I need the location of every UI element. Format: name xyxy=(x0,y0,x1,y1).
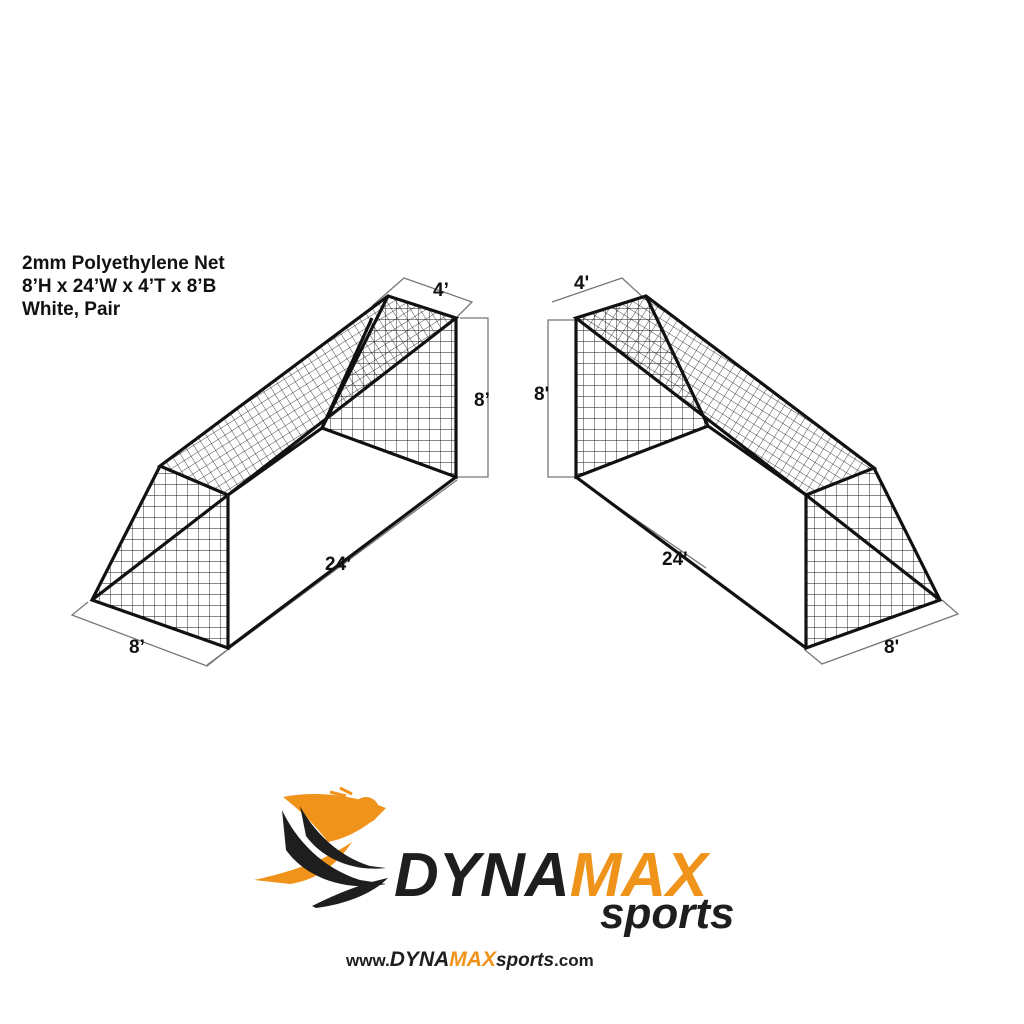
left-goal-top-depth-label: 4’ xyxy=(433,280,449,301)
left-goal: 4’ 8’ 24’ 8’ xyxy=(70,277,490,667)
left-goal-frame xyxy=(89,294,460,651)
right-goal-frame xyxy=(572,294,943,651)
right-goal-top-depth-dimline xyxy=(551,277,647,303)
left-goal-height-dimline xyxy=(457,317,489,478)
website-url: www.DYNAMAXsports.com xyxy=(345,948,594,971)
right-goal-width-label: 24' xyxy=(662,549,688,570)
left-goal-top-depth-dimline xyxy=(371,277,474,319)
right-goal-near-side-net xyxy=(806,468,940,648)
spec-color: White xyxy=(22,299,74,320)
brand-sports: sports xyxy=(600,889,734,938)
spec-color-quantity: White, Pair xyxy=(22,298,225,321)
left-goal-far-side-net xyxy=(322,296,456,477)
brand-max: MAX xyxy=(570,841,711,910)
url-dyna: DYNA xyxy=(390,948,450,971)
net-specifications: 2mm Polyethylene Net 8’H x 24’W x 4’T x … xyxy=(22,252,225,321)
spec-dimensions: 8’H x 24’W x 4’T x 8’B xyxy=(22,276,217,297)
right-goal: 4' 8' 24' 8' xyxy=(534,273,960,665)
right-goal-far-side-net xyxy=(576,296,708,477)
runner-swoosh-icon xyxy=(254,786,388,908)
spec-quantity: , Pair xyxy=(73,299,121,320)
left-goal-near-side-net xyxy=(92,466,228,648)
brand-wordmark: DYNAMAX xyxy=(394,841,711,910)
right-goal-height-label: 8' xyxy=(534,384,549,405)
right-goal-base-depth-dimline xyxy=(804,599,960,665)
left-goal-width-label: 24’ xyxy=(325,554,351,575)
url-suffix: .com xyxy=(554,951,594,970)
url-sports: sports xyxy=(496,950,554,971)
right-goal-height-dimline xyxy=(547,319,576,478)
brand-dyna: DYNA xyxy=(394,841,570,910)
right-goal-top-depth-label: 4' xyxy=(574,273,589,294)
dynamax-logo: DYNAMAX sports www.DYNAMAXsports.com xyxy=(254,786,734,971)
url-prefix: www. xyxy=(345,951,390,970)
left-goal-base-depth-label: 8’ xyxy=(129,637,145,658)
right-goal-base-depth-label: 8' xyxy=(884,637,899,658)
left-goal-base-depth-dimline xyxy=(70,601,227,667)
left-goal-height-label: 8’ xyxy=(474,390,490,411)
spec-material: 2mm Polyethylene Net xyxy=(22,253,225,274)
url-max: MAX xyxy=(449,948,498,971)
